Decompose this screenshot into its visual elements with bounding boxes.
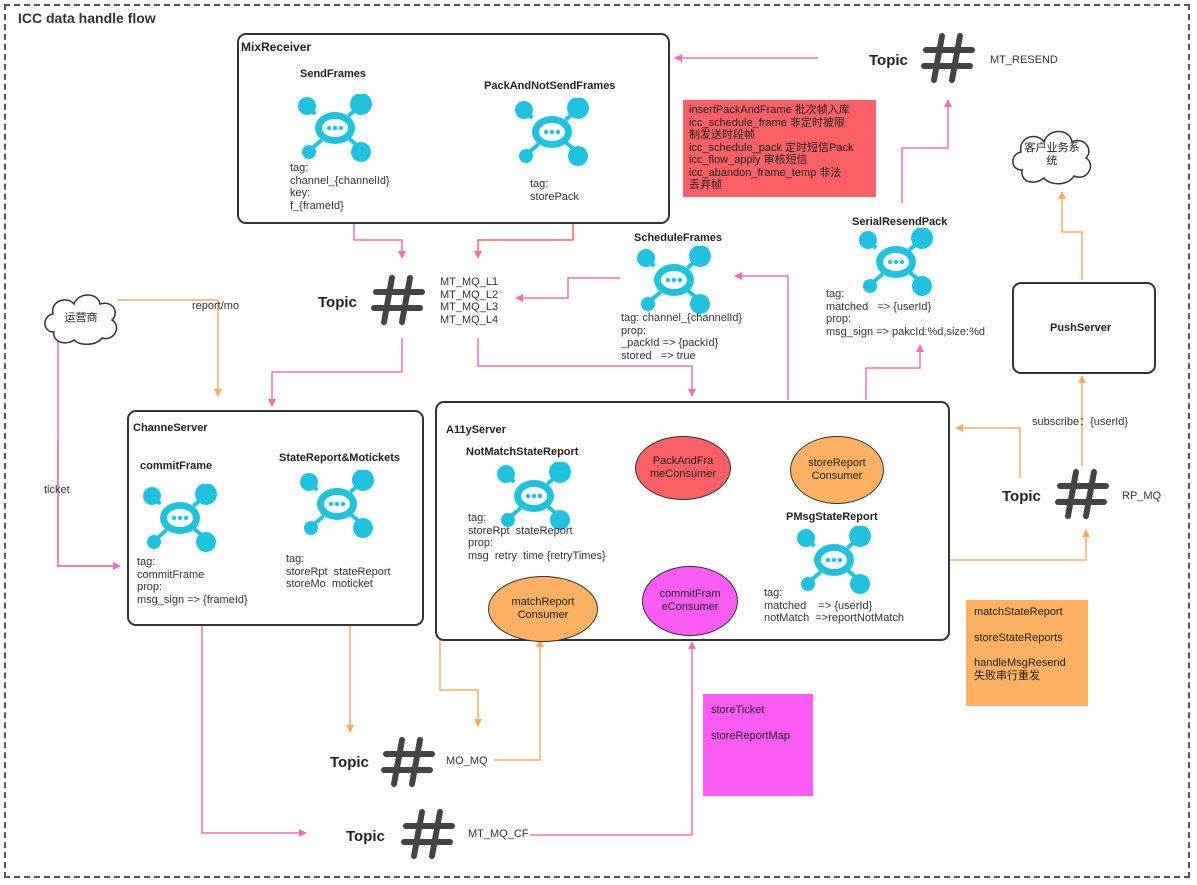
topic-mtmq-label: Topic <box>318 294 357 311</box>
sendframes-node-icon <box>295 93 375 164</box>
commitframe-title: commitFrame <box>140 460 213 472</box>
customer-cloud <box>1012 130 1092 185</box>
packnotsend-title: PackAndNotSendFrames <box>484 80 616 92</box>
diagram-frame <box>4 4 1190 878</box>
hash-icon <box>921 33 975 83</box>
pink-note-line-1: storeTicket <box>711 704 765 716</box>
sendframes-title: SendFrames <box>300 68 367 80</box>
statereport-title: StateReport&Motickets <box>279 452 401 464</box>
operator-label: 运营商 <box>64 312 98 324</box>
scheduleframes-title: ScheduleFrames <box>634 232 723 244</box>
commitframe-node-icon <box>140 483 220 554</box>
hash-icon <box>371 275 425 325</box>
edge-sendframes-topic <box>353 222 406 259</box>
edge-serial-mtresend <box>901 99 952 203</box>
edge-pmsg-rpmq <box>886 529 1090 561</box>
serialresend-node-icon <box>856 227 936 298</box>
pmsg-tags: tag: matched => {userId} notMatch =>repo… <box>764 587 905 624</box>
edge-rpmq-a11y <box>955 424 1021 478</box>
storereport-consumer: storeReport Consumer <box>790 436 884 504</box>
packnotsend-tags: tag: storePack <box>530 178 579 203</box>
notmatch-node-icon <box>494 461 574 532</box>
serialresend-title: SerialResendPack <box>852 216 948 228</box>
topic-momq-label: Topic <box>330 754 369 771</box>
scheduleframes-tags: tag: channel_{channelId} prop: _packId =… <box>621 312 743 362</box>
topic-mtmqcf-label: Topic <box>346 828 385 845</box>
edge-channel-mtmqcf <box>201 612 307 837</box>
pmsg-node-icon <box>794 525 874 596</box>
edge-packnotsend-topic <box>474 222 574 259</box>
notmatch-title: NotMatchStateReport <box>466 446 579 458</box>
orange-sticky-note: matchStateReport storeStateReports handl… <box>966 600 1088 706</box>
orange-note-line-3: handleMsgResend 失败串行重发 <box>974 657 1066 682</box>
ticket-label: ticket <box>44 484 70 496</box>
orange-note-line-1: matchStateReport <box>974 606 1063 618</box>
scheduleframes-node-icon <box>634 245 714 316</box>
serialresend-tags: tag: matched => {userId} prop: msg_sign … <box>826 288 985 338</box>
orange-note-line-2: storeStateReports <box>974 631 1063 644</box>
mixreceiver-title: MixReceiver <box>241 40 312 54</box>
pmsg-title: PMsgStateReport <box>786 511 878 523</box>
topic-momq-name: MO_MQ <box>446 755 488 767</box>
edge-topic-channel <box>268 338 403 407</box>
topic-rpmq-name: RP_MQ <box>1122 490 1162 502</box>
packframe-consumer: PackAndFra meConsumer <box>635 436 731 500</box>
operator-cloud <box>44 294 118 345</box>
commitframe-consumer: commitFram eConsumer <box>642 566 738 636</box>
edge-a11y-schedule <box>734 272 789 400</box>
topic-mtmq-names: MT_MQ_L1 MT_MQ_L2 MT_MQ_L3 MT_MQ_L4 <box>440 276 499 326</box>
pushserver-title: PushServer <box>1050 322 1112 334</box>
topic-mtresend-name: MT_RESEND <box>990 54 1058 66</box>
report-mo-label: report/mo <box>192 300 240 312</box>
edge-ticket <box>54 327 112 567</box>
matchreport-consumer: matchReport Consumer <box>488 576 598 642</box>
pink-note-line-2: storeReportMap <box>711 729 790 742</box>
edge-mtmqcf-commit <box>530 641 696 836</box>
edge-topic-a11y <box>477 338 696 397</box>
red-sticky-note: insertPackAndFrame 批次帧入库 icc_schedule_fr… <box>683 100 876 197</box>
hash-icon <box>1055 469 1109 519</box>
edge-push-customer <box>1058 191 1083 280</box>
packnotsend-node-icon <box>512 97 592 168</box>
channeserver-title: ChanneServer <box>133 422 208 434</box>
statereport-tags: tag: storeRpt stateReport storeMo motick… <box>286 553 391 590</box>
edge-schedule-topic <box>515 277 620 302</box>
hash-icon <box>401 809 455 859</box>
topic-rpmq-label: Topic <box>1002 488 1041 505</box>
hash-icon <box>381 737 435 787</box>
topic-mtmqcf-name: MT_MQ_CF <box>468 828 529 840</box>
diagram-title: ICC data handle flow <box>18 10 156 26</box>
notmatch-tags: tag: storeRpt stateReport prop: msg retr… <box>468 512 606 562</box>
edge-a11y-serial <box>865 344 924 400</box>
a11yserver-title: A11yServer <box>446 424 506 436</box>
edge-operator-channel <box>118 299 222 397</box>
commitframe-tags: tag: commitFrame prop: msg_sign => {fram… <box>137 556 248 606</box>
mixreceiver-box <box>237 33 670 224</box>
subscribe-label: subscribe：{userId} <box>1032 416 1128 428</box>
customer-label: 客户业务系 统 <box>1024 142 1080 167</box>
pink-sticky-note: storeTicket storeReportMap <box>703 694 813 796</box>
topic-mtresend-label: Topic <box>869 52 908 69</box>
edge-ticket-b <box>57 440 121 570</box>
pushserver-box <box>1012 282 1156 374</box>
sendframes-tags: tag: channel_{channelId} key: f_{frameId… <box>290 162 390 212</box>
statereport-node-icon <box>297 469 377 540</box>
edge-momq-match <box>494 639 544 761</box>
